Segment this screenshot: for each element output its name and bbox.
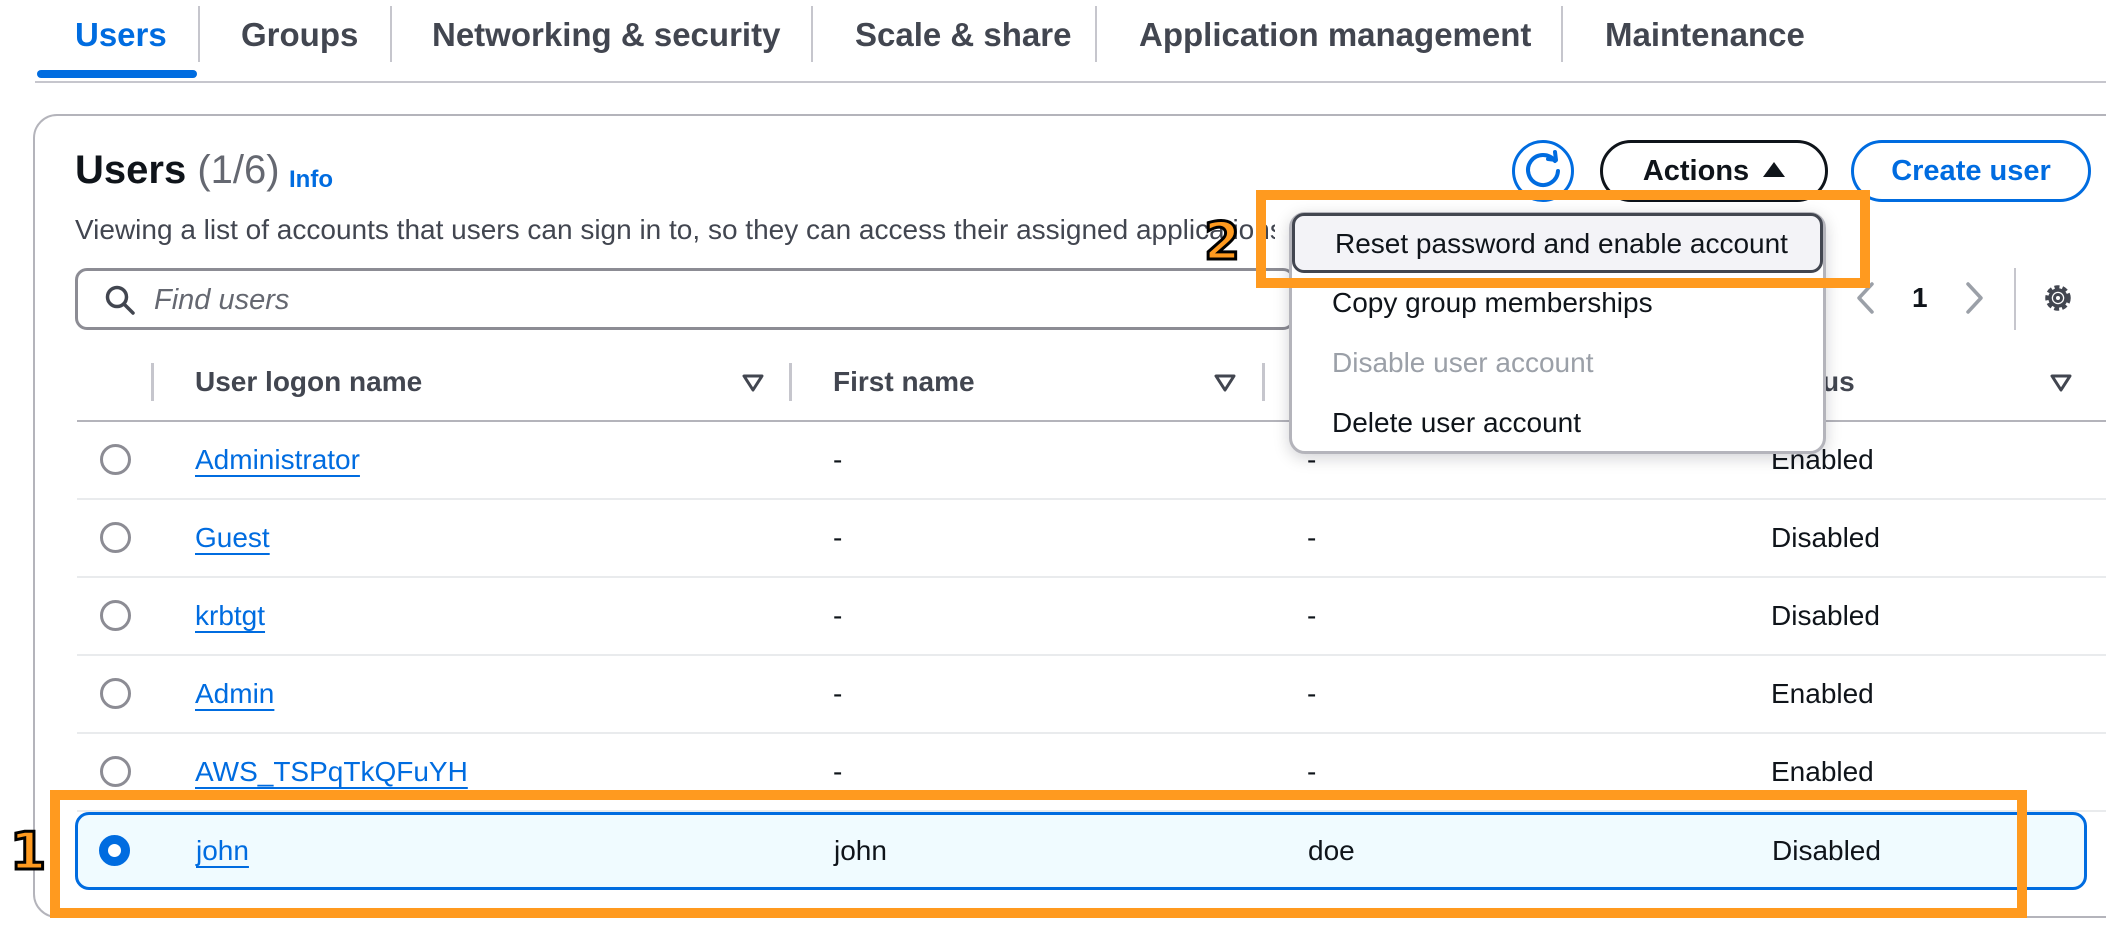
tab-divider (1561, 6, 1563, 62)
menu-item-disable-user-account: Disable user account (1332, 347, 1594, 378)
annotation-highlight-box (1256, 190, 1870, 288)
user-logon-link[interactable]: Guest (195, 522, 270, 553)
table-row-selected[interactable]: john john doe Disabled (75, 812, 2087, 890)
column-header-status[interactable]: us (1822, 366, 1855, 397)
annotation-highlight-box (50, 790, 2027, 918)
tab-maintenance[interactable]: Maintenance (1605, 16, 1805, 53)
current-page[interactable]: 1 (1912, 282, 1928, 313)
table-row[interactable]: Guest - - Disabled (77, 500, 2106, 578)
user-logon-link[interactable]: Administrator (195, 444, 360, 475)
row-radio[interactable] (100, 678, 131, 709)
tab-bar: Users Groups Networking & security Scale… (35, 0, 2106, 83)
refresh-icon (1526, 150, 1560, 188)
row-radio[interactable] (100, 600, 131, 631)
active-tab-indicator (37, 70, 197, 78)
table-row[interactable]: AWS_TSPqTkQFuYH - - Enabled (77, 734, 2106, 812)
last-name-cell: - (1307, 756, 1317, 787)
search-field[interactable] (75, 268, 1295, 330)
panel-description: Viewing a list of accounts that users ca… (75, 214, 1275, 245)
first-name-cell: - (833, 522, 843, 553)
selection-count: (1/6) (197, 148, 280, 192)
status-cell: Disabled (1771, 600, 1880, 631)
row-radio[interactable] (100, 522, 131, 553)
status-cell: Disabled (1771, 522, 1880, 553)
table-header-divider (77, 420, 2106, 422)
menu-item-copy-group-memberships[interactable]: Copy group memberships (1332, 287, 1653, 318)
last-name-cell: - (1307, 444, 1317, 475)
user-logon-link[interactable]: krbtgt (195, 600, 266, 631)
status-cell: Enabled (1771, 678, 1874, 709)
row-radio[interactable] (100, 444, 131, 475)
tab-scale-share[interactable]: Scale & share (855, 16, 1072, 53)
first-name-cell: - (833, 678, 843, 709)
column-divider (1262, 363, 1265, 401)
actions-label: Actions (1642, 155, 1750, 187)
last-name-cell: - (1307, 678, 1317, 709)
first-name-cell: - (833, 444, 843, 475)
tab-divider (811, 6, 813, 62)
caret-up-icon (1763, 161, 1786, 177)
sort-icon[interactable] (2050, 374, 2072, 392)
pager-divider (2014, 268, 2016, 330)
first-name-cell: - (833, 756, 843, 787)
sort-icon[interactable] (742, 374, 764, 392)
search-icon (105, 285, 135, 315)
user-logon-link[interactable]: john (196, 835, 249, 866)
tab-groups[interactable]: Groups (241, 16, 359, 53)
page-title: Users (1/6) (75, 148, 280, 193)
create-user-button[interactable]: Create user (1851, 140, 2091, 202)
last-name-cell: - (1307, 522, 1317, 553)
chevron-right-icon[interactable] (1962, 280, 1986, 316)
panel-title: Users (75, 148, 187, 192)
annotation-step-number: 2 (1202, 211, 1241, 274)
info-link[interactable]: Info (289, 166, 333, 193)
last-name-cell: doe (1308, 835, 1355, 866)
table-row[interactable]: Administrator - - Enabled (77, 422, 2106, 500)
column-divider (789, 363, 792, 401)
menu-item-delete-user-account[interactable]: Delete user account (1332, 407, 1582, 438)
sort-icon[interactable] (1214, 374, 1236, 392)
user-logon-link[interactable]: AWS_TSPqTkQFuYH (195, 756, 468, 787)
tab-application-management[interactable]: Application management (1139, 16, 1532, 53)
column-header-logon[interactable]: User logon name (195, 366, 423, 397)
gear-icon[interactable] (2040, 280, 2076, 316)
status-cell: Enabled (1771, 756, 1874, 787)
first-name-cell: - (833, 600, 843, 631)
table-row[interactable]: Admin - - Enabled (77, 656, 2106, 734)
menu-item-reset-password[interactable]: Reset password and enable account (1292, 213, 1823, 273)
row-radio[interactable] (100, 756, 131, 787)
tab-divider (1095, 6, 1097, 62)
user-logon-link[interactable]: Admin (195, 678, 275, 709)
tab-networking-security[interactable]: Networking & security (432, 16, 781, 53)
annotation-step-number: 1 (8, 821, 47, 884)
tab-divider (198, 6, 200, 62)
status-cell: Disabled (1772, 835, 1881, 866)
actions-dropdown-menu: Reset password and enable account Copy g… (1289, 212, 1826, 454)
tab-users[interactable]: Users (75, 16, 167, 53)
table-row[interactable]: krbtgt - - Disabled (77, 578, 2106, 656)
search-input[interactable] (152, 277, 1156, 323)
column-divider (151, 363, 154, 401)
row-radio-checked[interactable] (99, 835, 130, 866)
column-header-first-name[interactable]: First name (833, 366, 975, 397)
first-name-cell: john (834, 835, 887, 866)
last-name-cell: - (1307, 600, 1317, 631)
chevron-left-icon[interactable] (1854, 280, 1878, 316)
tab-divider (390, 6, 392, 62)
